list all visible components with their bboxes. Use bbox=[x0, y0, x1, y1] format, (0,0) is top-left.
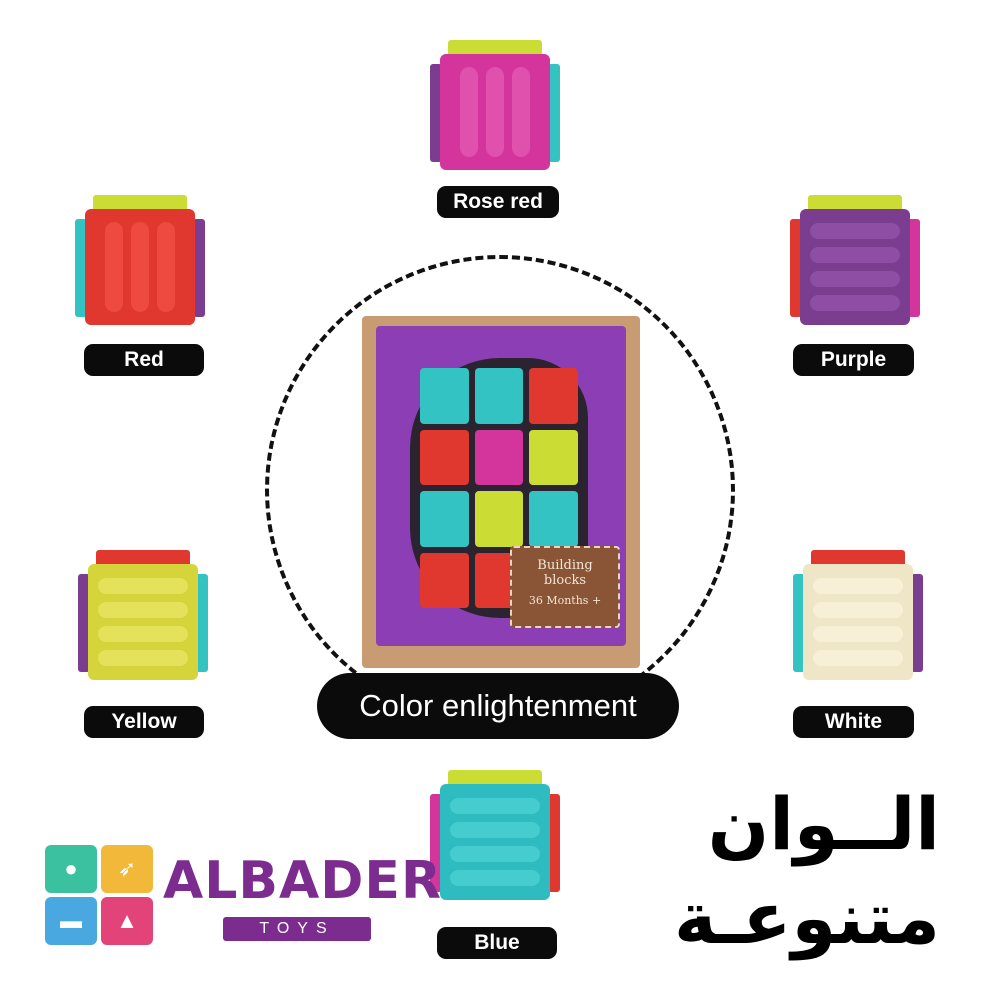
blue-label: Blue bbox=[437, 927, 557, 959]
yellow-label: Yellow bbox=[84, 706, 204, 738]
white-label: White bbox=[793, 706, 914, 738]
white-block bbox=[793, 550, 923, 680]
box-label-card: Building blocks 36 Months + bbox=[510, 546, 620, 628]
box-label-line2: blocks bbox=[543, 573, 587, 588]
box-window bbox=[410, 358, 588, 618]
blocks-icon: ▲ bbox=[101, 897, 153, 945]
rocket-icon: ➶ bbox=[101, 845, 153, 893]
product-box: Building blocks 36 Months + bbox=[362, 316, 640, 668]
arabic-line-2: متنوعـة bbox=[674, 876, 940, 960]
blue-block bbox=[430, 770, 560, 900]
arabic-line-1: الــوان bbox=[707, 782, 940, 866]
truck-icon: ▬ bbox=[45, 897, 97, 945]
logo-brand: ALBADER bbox=[163, 851, 442, 911]
yellow-block bbox=[78, 550, 208, 680]
purple-label: Purple bbox=[793, 344, 914, 376]
ball-icon: ● bbox=[45, 845, 97, 893]
rose-red-block bbox=[430, 40, 560, 170]
red-label: Red bbox=[84, 344, 204, 376]
box-label-line1: Building bbox=[537, 558, 593, 573]
purple-block bbox=[790, 195, 920, 325]
red-block bbox=[75, 195, 205, 325]
rose-red-label: Rose red bbox=[437, 186, 559, 218]
logo-sub: TOYS bbox=[223, 917, 371, 941]
albader-logo: ● ➶ ▬ ▲ ALBADER TOYS bbox=[45, 845, 441, 945]
logo-tiles: ● ➶ ▬ ▲ bbox=[45, 845, 153, 945]
box-label-line3: 36 Months + bbox=[528, 594, 602, 607]
headline-pill: Color enlightenment bbox=[317, 673, 679, 739]
